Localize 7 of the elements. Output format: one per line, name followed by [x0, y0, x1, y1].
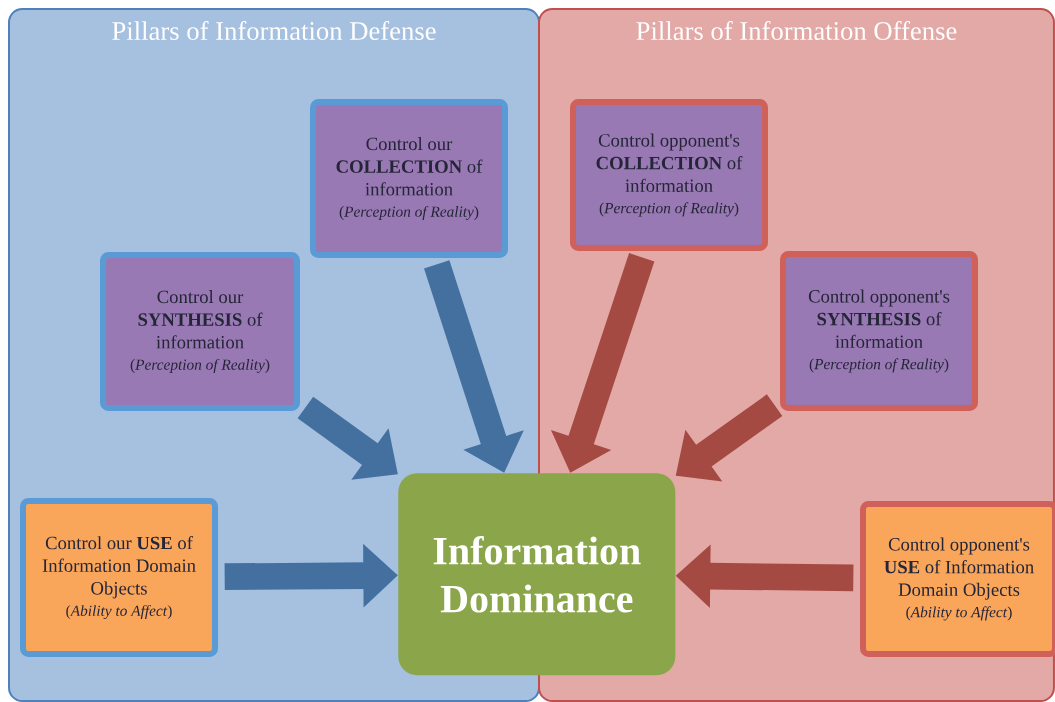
process-box: Control opponent's USE of Information Domain Objects (Ability to Affect) — [860, 501, 1055, 657]
process-box: Control our USE of Information Domain Objects (Ability to Affect) — [20, 498, 218, 658]
process-box: Control our COLLECTION of information (Perception of Reality) — [310, 99, 508, 259]
process-box: Control opponent's SYNTHESIS of information (Perception of Reality) — [780, 251, 978, 411]
goal-box: Information Dominance — [398, 473, 676, 676]
process-box: Control opponent's COLLECTION of information (Perception of Reality) — [570, 99, 768, 251]
process-box: Control our SYNTHESIS of information (Perception of Reality) — [100, 252, 300, 412]
